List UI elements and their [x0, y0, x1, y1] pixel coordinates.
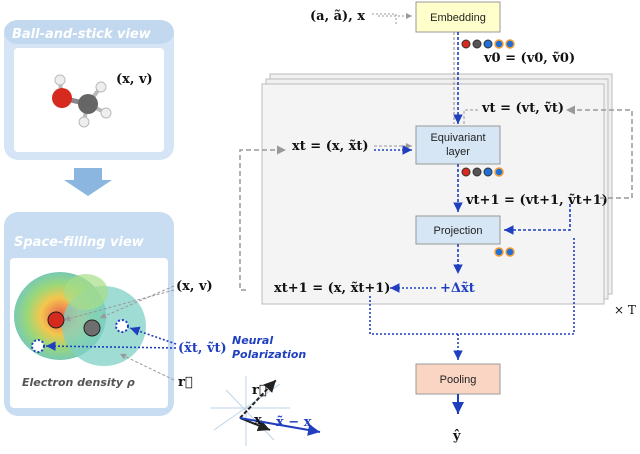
r-vector-label: r⃗: [178, 375, 193, 390]
space-filling-xv-label: (x, v): [176, 279, 213, 294]
pooling-label: Pooling: [440, 374, 477, 386]
carbon-atom: [83, 319, 101, 337]
oxygen-atom: [47, 311, 65, 329]
embedding-box: [415, 1, 501, 33]
embedding-label: Embedding: [430, 12, 486, 24]
input-label: (a, ã), x: [310, 9, 365, 24]
equivariant-layer-box: [415, 125, 501, 165]
ball-and-stick-title: Ball-and-stick view: [12, 27, 152, 42]
projection-dots: [494, 247, 515, 257]
projection-label: Projection: [434, 225, 483, 237]
polarized-site-right: [115, 319, 129, 333]
ball-and-stick-panel: Ball-and-stick view (x, v): [4, 20, 174, 160]
space-filling-title: Space-filling view: [14, 235, 145, 250]
xt-label: xt = (x, x̃t): [292, 139, 369, 154]
axes-diff-label: x̃ − x: [276, 415, 312, 430]
transition-arrow: [64, 168, 112, 196]
polarized-site-left: [31, 339, 45, 353]
v0-label: v0 = (v0, ṽ0): [483, 51, 575, 66]
times-T-label: × T: [614, 303, 636, 317]
delta-label: +Δx̃t: [440, 281, 475, 296]
vector-axes: r⃗ x x̃ − x: [210, 376, 321, 446]
equivariant-dots: [461, 167, 504, 177]
neural-polarization-line2: Polarization: [232, 348, 306, 361]
equivariant-label-2: layer: [446, 146, 470, 158]
vt1-label: vt+1 = (vt+1, ṽt+1): [465, 193, 608, 208]
neural-polarization-line1: Neural: [232, 334, 273, 347]
space-filling-panel: Space-filling view Electron density ρ: [4, 212, 174, 416]
axes-x-label: x: [254, 413, 262, 428]
pooling-box: [415, 363, 501, 395]
xt1-label: xt+1 = (x, x̃t+1): [274, 281, 390, 296]
vt-label: vt = (vt, ṽt): [481, 101, 564, 116]
methanol-molecule: [52, 74, 112, 128]
output-label: ŷ: [452, 429, 461, 444]
axes-r-label: r⃗: [252, 383, 267, 398]
projection-box: [415, 215, 501, 245]
electron-density-label: Electron density ρ: [22, 376, 135, 389]
equivariant-label-1: Equivariant: [430, 132, 485, 144]
stack-frame-front: [261, 83, 605, 305]
polarized-xv-label: (x̃t, ṽt): [178, 341, 227, 356]
embedding-dots: [461, 39, 515, 49]
ball-stick-xv-label: (x, v): [116, 72, 153, 87]
